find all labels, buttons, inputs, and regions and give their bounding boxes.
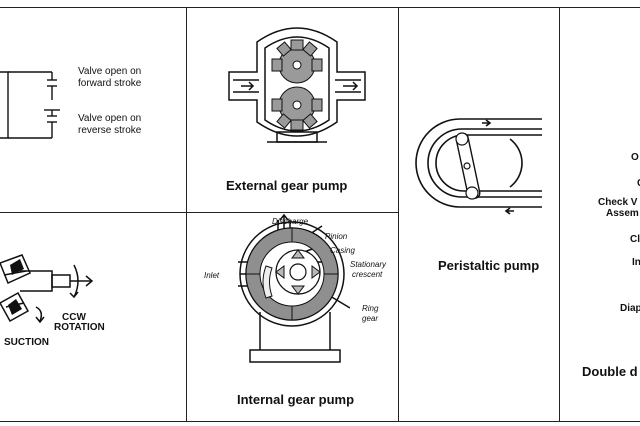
internal-discharge-label: Discharge — [272, 217, 309, 226]
internal-ring-label-2: gear — [362, 314, 379, 323]
valve-forward-label-2: forward stroke — [78, 78, 142, 89]
valve-forward-label-1: Valve open on — [78, 66, 142, 77]
internal-gear-pump-caption: Internal gear pump — [237, 392, 355, 407]
internal-stationary-label-1: Stationary — [350, 260, 387, 269]
column-divider-2 — [398, 7, 399, 422]
table-border-bottom — [0, 421, 640, 422]
diaphragm-text-o: O — [631, 152, 639, 163]
diaphragm-caption: Double d — [582, 364, 638, 379]
internal-inlet-label: Inlet — [204, 271, 220, 280]
internal-stationary-label-2: crescent — [352, 270, 383, 279]
vane-suction-label: SUCTION — [4, 337, 49, 348]
vane-pump-drawing — [0, 254, 94, 324]
column-divider-3 — [559, 7, 560, 422]
vane-rotation-label: ROTATION — [54, 322, 105, 333]
internal-casing-label: Casing — [330, 246, 355, 255]
internal-gear-pump-drawing — [238, 213, 350, 363]
table-border-top — [0, 7, 640, 8]
diaphragm-check-label-2: Assem — [606, 208, 639, 219]
valve-reverse-label-2: reverse stroke — [78, 125, 142, 136]
external-gear-pump-caption: External gear pump — [226, 178, 348, 193]
peristaltic-pump-caption: Peristaltic pump — [438, 258, 540, 273]
diaphragm-text-in: In — [632, 257, 640, 268]
vane-ccw-label: CCW — [62, 312, 86, 323]
valve-reverse-label-1: Valve open on — [78, 113, 142, 124]
column-divider-1 — [186, 7, 187, 422]
diaphragm-diap-label: Diap — [620, 303, 640, 314]
diaphragm-text-c: C — [637, 178, 640, 189]
internal-ring-label-1: Ring — [362, 304, 379, 313]
peristaltic-pump-drawing — [415, 118, 542, 215]
internal-pinion-label: Pinion — [325, 232, 348, 241]
diaphragm-text-cl: Cl — [630, 234, 640, 245]
row-divider — [0, 212, 398, 213]
external-gear-pump-drawing — [228, 27, 366, 143]
valve-schematic — [0, 71, 60, 139]
diaphragm-check-label-1: Check V — [598, 197, 638, 208]
